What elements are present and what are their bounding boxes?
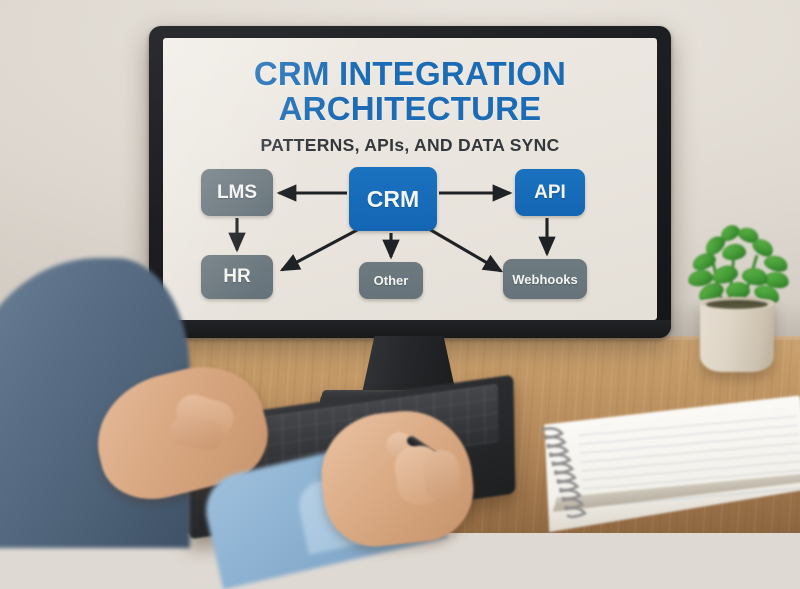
diagram-node-webhooks[interactable]: Webhooks <box>503 259 587 299</box>
diagram-node-api[interactable]: API <box>515 169 585 216</box>
node-label-webhooks: Webhooks <box>512 271 578 287</box>
monitor-chin <box>149 320 671 338</box>
monitor[interactable]: CRM INTEGRATION ARCHITECTURE PATTERNS, A… <box>149 26 671 338</box>
node-label-lms: LMS <box>216 181 258 203</box>
architecture-diagram: LMS CRM API HR Other Webh <box>179 167 641 317</box>
diagram-node-lms[interactable]: LMS <box>201 169 273 216</box>
node-label-other: Other <box>373 273 409 288</box>
diagram-arrows <box>228 184 556 273</box>
diagram-node-crm[interactable]: CRM <box>349 167 437 231</box>
diagram-node-other[interactable]: Other <box>359 262 423 299</box>
page-title: CRM INTEGRATION ARCHITECTURE <box>253 55 567 127</box>
potted-plant-foliage <box>676 222 798 308</box>
node-label-crm: CRM <box>366 185 420 212</box>
plant-pot[interactable] <box>700 300 774 372</box>
presentation-slide: CRM INTEGRATION ARCHITECTURE PATTERNS, A… <box>163 38 657 320</box>
edge-crm-to-hr <box>279 227 360 272</box>
edge-crm-to-webhooks <box>428 227 504 273</box>
node-label-api: API <box>534 181 566 203</box>
person-right-finger-2 <box>421 448 463 504</box>
page-subtitle: PATTERNS, APIs, AND DATA SYNC <box>260 135 560 155</box>
monitor-screen[interactable]: CRM INTEGRATION ARCHITECTURE PATTERNS, A… <box>163 38 657 320</box>
diagram-node-hr[interactable]: HR <box>201 255 273 299</box>
node-label-hr: HR <box>223 266 251 287</box>
plant-soil <box>706 300 768 309</box>
notebook-spiral-binding <box>541 427 588 519</box>
spiral-notebook[interactable] <box>533 395 800 532</box>
